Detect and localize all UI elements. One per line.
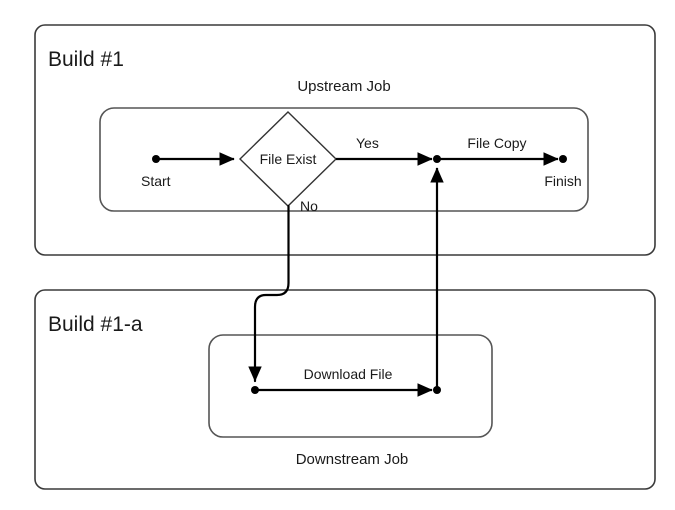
upstream-job-label: Upstream Job <box>297 78 390 95</box>
start-label: Start <box>141 173 171 189</box>
edge-no-branch-connector <box>248 204 290 383</box>
edge-label-no: No <box>300 198 318 214</box>
finish-node-dot <box>559 155 567 163</box>
decision-label: File Exist <box>260 151 317 167</box>
downstream-job-label: Downstream Job <box>296 451 409 468</box>
build-1-title: Build #1 <box>48 48 124 71</box>
edge-label-download-file: Download File <box>304 366 393 382</box>
build-1a-title: Build #1-a <box>48 313 143 336</box>
downstream-job-box <box>208 334 493 438</box>
edge-label-yes: Yes <box>356 135 379 151</box>
edge-label-file-copy: File Copy <box>467 135 526 151</box>
finish-label: Finish <box>544 173 581 189</box>
